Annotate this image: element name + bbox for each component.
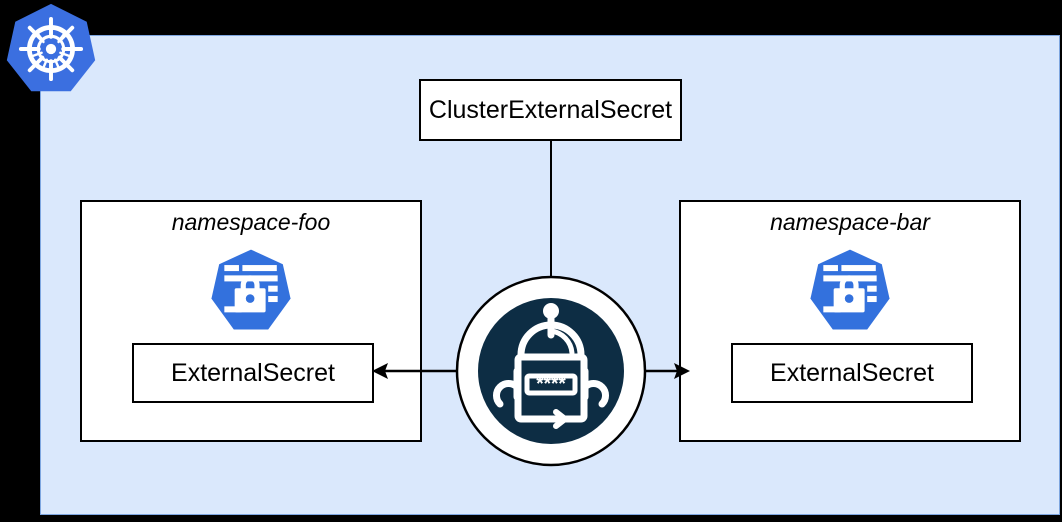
cluster-external-secret-label: ClusterExternalSecret xyxy=(428,95,673,124)
namespace-bar-box: namespace-bar ExternalSecret xyxy=(679,200,1021,442)
edge-operator-to-namespace-foo xyxy=(372,363,462,379)
kubernetes-secret-icon xyxy=(807,247,893,333)
external-secret-label: ExternalSecret xyxy=(171,358,335,387)
external-secrets-operator-logo[interactable]: **** xyxy=(455,275,647,467)
external-secret-node-bar[interactable]: ExternalSecret xyxy=(731,343,973,403)
kubernetes-logo xyxy=(4,2,98,96)
cluster-external-secret-node[interactable]: ClusterExternalSecret xyxy=(419,79,682,141)
external-secret-label: ExternalSecret xyxy=(770,358,934,387)
external-secret-node-foo[interactable]: ExternalSecret xyxy=(132,343,374,403)
namespace-foo-box: namespace-foo ExternalSecret xyxy=(80,200,422,442)
namespace-bar-title: namespace-bar xyxy=(770,209,930,235)
kubernetes-secret-icon xyxy=(208,247,294,333)
namespace-foo-title: namespace-foo xyxy=(171,209,331,235)
password-mask: **** xyxy=(536,374,566,395)
edge-cluster-external-secret-to-operator xyxy=(550,140,552,290)
